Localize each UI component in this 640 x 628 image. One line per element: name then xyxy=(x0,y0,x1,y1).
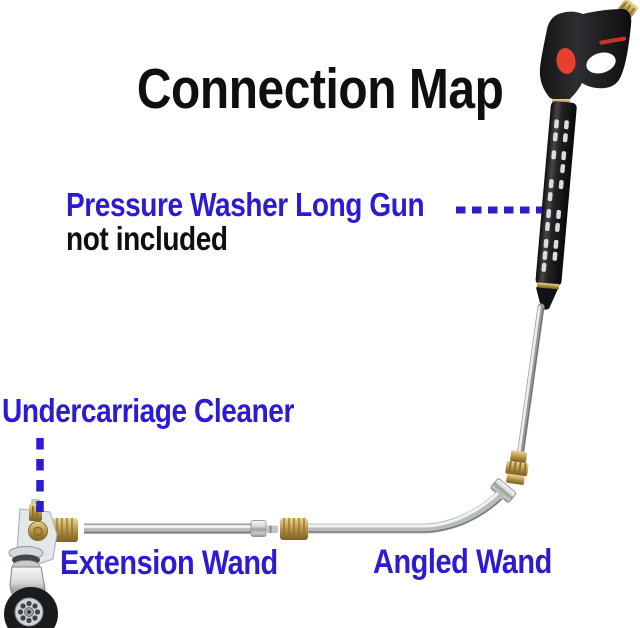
gun-label: Pressure Washer Long Gun xyxy=(66,186,425,223)
gun-not-included-note: not included xyxy=(66,220,228,257)
mid-quick-connect-coupler xyxy=(280,518,308,540)
undercarriage-cleaner-label: Undercarriage Cleaner xyxy=(2,392,294,429)
lance-grip xyxy=(535,101,577,310)
undercarriage-cleaner-illustration xyxy=(4,499,78,628)
extension-wand-illustration xyxy=(84,520,278,537)
brass-quick-connect xyxy=(505,450,529,485)
page-title: Connection Map xyxy=(136,57,504,121)
vertical-wand xyxy=(516,303,545,461)
angled-wand-illustration xyxy=(304,478,517,534)
angled-wand-label: Angled Wand xyxy=(373,543,552,581)
lance-brass-ring xyxy=(536,282,560,290)
trigger-red-stripe xyxy=(599,36,626,45)
extension-wand-label: Extension Wand xyxy=(60,544,278,582)
caster-wheel xyxy=(4,546,58,628)
pressure-washer-gun-illustration xyxy=(505,0,639,485)
left-quick-connect-coupler xyxy=(44,518,78,542)
wand-collar xyxy=(250,520,267,537)
wand-male-plug xyxy=(266,525,278,533)
gun-red-button xyxy=(556,48,576,74)
gun-body xyxy=(539,9,632,100)
trigger-guard-hole xyxy=(586,52,616,74)
